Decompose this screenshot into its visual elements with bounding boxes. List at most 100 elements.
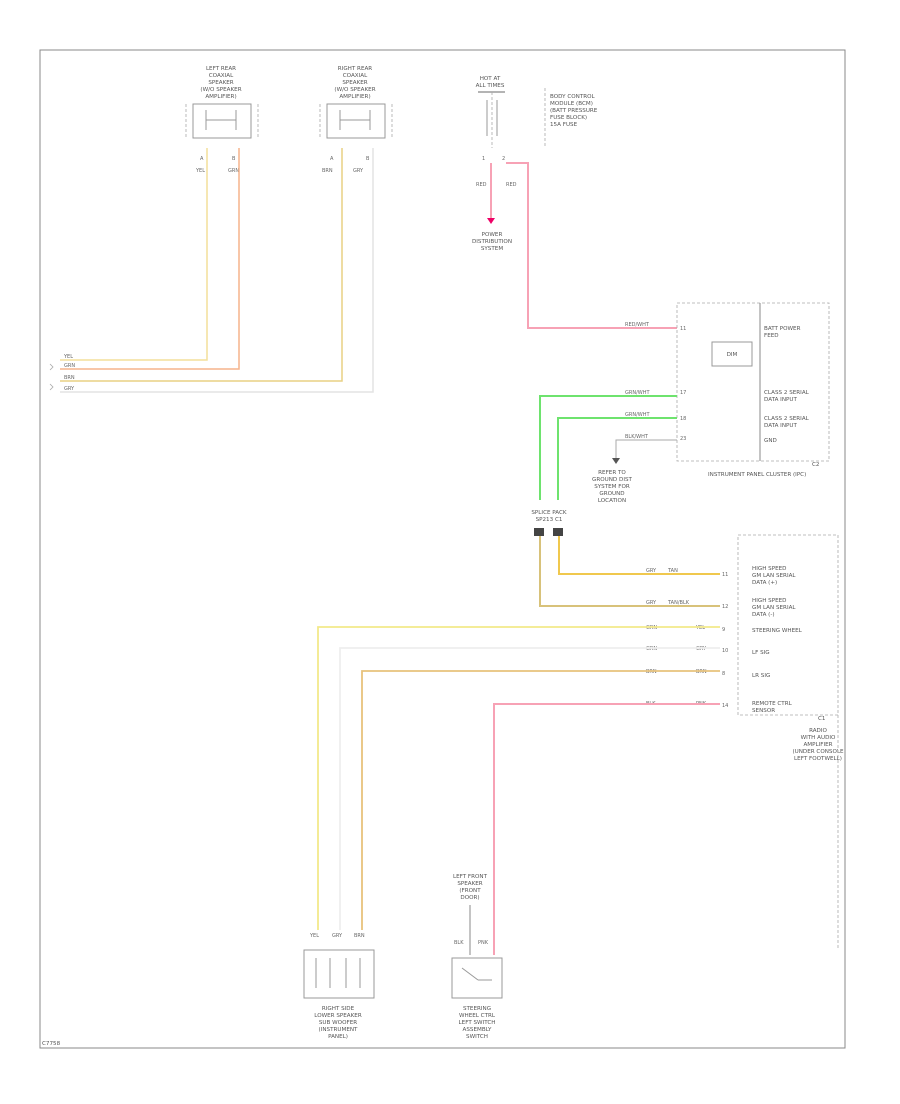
fuse-icon: [486, 100, 498, 136]
sub-wire-1: YEL: [309, 933, 319, 939]
rr-wire-2: GRY: [353, 168, 364, 174]
sw-line-3: LEFT SWITCH: [459, 1020, 496, 1026]
rr-speaker-line-4: (W/O SPEAKER: [334, 87, 375, 93]
ipc-batt-wire: [506, 162, 677, 329]
radio-box: [737, 534, 839, 716]
radio-color-2: GRY: [646, 600, 657, 606]
radio-pin-label-2: GM LAN SERIAL: [752, 573, 796, 579]
sw-line-1: STEERING: [463, 1006, 491, 1012]
sw-wire-2: PNK: [478, 940, 489, 946]
lf-line-2: SPEAKER: [457, 881, 482, 887]
ipc-data2-label: GRN/WHT: [625, 412, 650, 418]
ipc-pin-label-1: BATT POWER: [764, 326, 801, 332]
splice-line-2: SP213 C1: [536, 517, 563, 523]
rr-speaker-line-5: AMPLIFIER): [339, 94, 370, 100]
lr-speaker-line-5: AMPLIFIER): [205, 94, 236, 100]
bus-label-2: GRN: [64, 363, 75, 369]
radio-pin-label-8: LF SIG: [752, 650, 770, 656]
radio-pin-1: 11: [722, 572, 728, 578]
radio-pin-label-7: STEERING WHEEL: [752, 628, 803, 634]
sub-line-1: RIGHT SIDE: [322, 1006, 355, 1012]
radio-wire-2: TAN/BLK: [667, 600, 690, 606]
speaker-coil-icon: [315, 958, 361, 988]
radio-wire-1: TAN: [667, 568, 678, 574]
rr-speaker-line-1: RIGHT REAR: [338, 66, 373, 72]
fuse-wire-1: RED: [476, 182, 487, 188]
radio-connector: C1: [818, 716, 826, 722]
ipc-pin-18: 18: [680, 416, 686, 422]
lr-brn-wire: [361, 670, 720, 930]
ipc-box: [676, 302, 830, 462]
footer-code: C7758: [42, 1041, 61, 1047]
ipc-connector: C2: [812, 462, 819, 468]
sw-line-5: SWITCH: [466, 1034, 488, 1040]
rr-pin-a: A: [330, 156, 334, 162]
power-arrow-icon: [487, 218, 495, 224]
lr-pin-b: B: [232, 156, 236, 162]
ipc-chip-label: DIM: [727, 352, 738, 358]
splice-line-1: SPLICE PACK: [531, 510, 567, 516]
instrument-panel-cluster: 11 17 18 23 DIM BATT POWER FEED CLASS 2 …: [676, 302, 830, 478]
lf-line-3: (FRONT: [459, 888, 481, 894]
lr-wire-1: YEL: [195, 168, 205, 174]
radio-pin-label-5: GM LAN SERIAL: [752, 605, 796, 611]
bus-label-3: BRN: [64, 375, 75, 381]
radio-pin-label-1: HIGH SPEED: [752, 566, 786, 572]
gnd-note-3: SYSTEM FOR: [594, 484, 630, 490]
sub-line-5: PANEL): [328, 1034, 348, 1040]
radio-caption-5: LEFT FOOTWELL): [794, 756, 842, 762]
sw-wire-1: BLK: [454, 940, 464, 946]
power-dist-line-2: DISTRIBUTION: [472, 239, 512, 245]
ipc-data-wire-2: [557, 417, 677, 500]
lr-speaker-line-3: SPEAKER: [208, 80, 233, 86]
gnd-note-4: GROUND: [599, 491, 624, 497]
radio-color-4: GRN: [646, 646, 657, 652]
fuse-hot-line-1: HOT AT: [480, 76, 501, 82]
lr-speaker-line-4: (W/O SPEAKER: [200, 87, 241, 93]
radio-pin-6: 14: [722, 703, 728, 709]
fuse-pin-1: 1: [482, 156, 485, 162]
sub-wire-3: BRN: [354, 933, 365, 939]
sub-woofer-box: [303, 949, 375, 999]
radio-color-3: GRN: [646, 625, 657, 631]
lf-line-4: DOOR): [460, 895, 479, 901]
ipc-pin-23: 23: [680, 436, 686, 442]
ground-arrow-icon: [612, 458, 620, 464]
lr-yel-wire: [60, 148, 208, 361]
fuse-desc-5: 15A FUSE: [550, 122, 578, 128]
radio-pin-5: 8: [722, 671, 725, 677]
sub-woofer: YEL GRY BRN RIGHT SIDE LOWER SPEAKER SUB…: [303, 933, 375, 1040]
radio-caption-2: WITH AUDIO: [801, 735, 836, 741]
sw-pnk-wire: [493, 703, 720, 955]
gnd-note-2: GROUND DIST: [592, 477, 632, 483]
rr-pin-b: B: [366, 156, 370, 162]
radio-pin-label-10: REMOTE CTRL: [752, 701, 793, 707]
radio-caption-3: AMPLIFIER: [803, 742, 832, 748]
sub-line-3: SUB WOOFER: [319, 1020, 357, 1026]
switch-box: [451, 957, 503, 999]
sub-line-2: LOWER SPEAKER: [314, 1013, 362, 1019]
radio-pin-label-3: DATA (+): [752, 580, 777, 586]
steering-yel-wire: [317, 626, 720, 930]
right-rear-speaker: RIGHT REAR COAXIAL SPEAKER (W/O SPEAKER …: [319, 66, 393, 174]
fuse-wire-2: RED: [506, 182, 517, 188]
splice-pin-2: [553, 528, 563, 536]
rr-speaker-line-2: COAXIAL: [343, 73, 368, 79]
left-rear-speaker: LEFT REAR COAXIAL SPEAKER (W/O SPEAKER A…: [185, 66, 259, 174]
can-low-wire: [539, 536, 720, 607]
radio-wire-4: GRY: [696, 646, 707, 652]
fuse-pin-2: 2: [502, 156, 505, 162]
gnd-note-5: LOCATION: [598, 498, 626, 504]
radio-caption-1: RADIO: [809, 728, 827, 734]
lr-grn-wire: [60, 148, 240, 370]
rr-wire-1: BRN: [322, 168, 333, 174]
lr-speaker-box: [192, 103, 252, 139]
ipc-pin-label-5: CLASS 2 SERIAL: [764, 416, 810, 422]
rr-speaker-coil-icon: [339, 110, 371, 130]
ipc-pin-label-4: DATA INPUT: [764, 397, 797, 403]
fuse-desc-3: (BATT PRESSURE: [550, 108, 598, 114]
radio-color-1: GRY: [646, 568, 657, 574]
rr-speaker-box: [326, 103, 386, 139]
bus-label-4: GRY: [64, 386, 75, 392]
